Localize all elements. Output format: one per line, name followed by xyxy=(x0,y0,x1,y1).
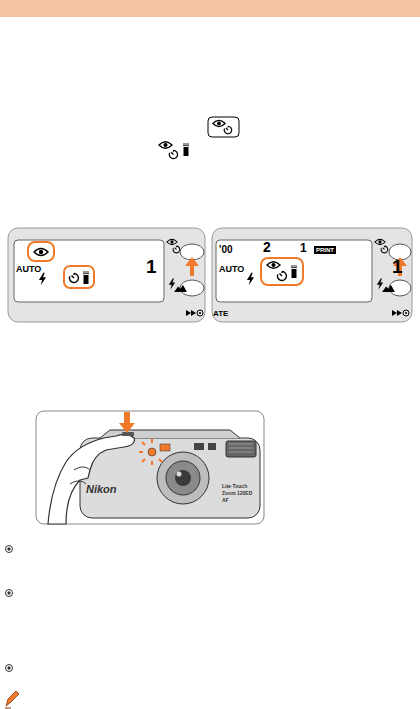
lcd-panel xyxy=(8,228,205,322)
bullet-marks xyxy=(6,546,13,672)
model-name: Zoom 120ED xyxy=(222,491,252,496)
lcd-frame-count: 1 xyxy=(146,257,157,276)
lcd-frame-count: 1 xyxy=(392,257,403,276)
button-label: ATE xyxy=(213,310,228,318)
mode-icon xyxy=(208,117,239,137)
note-pencil-icon xyxy=(5,691,19,708)
lcd-date-digit: 2 xyxy=(263,240,271,254)
header-bar xyxy=(0,0,420,17)
lcd-date-digit: 1 xyxy=(300,242,307,254)
mode-icon-remote xyxy=(159,142,189,159)
lcd-date-year: '00 xyxy=(219,245,233,255)
model-name: Lite·Touch xyxy=(222,484,247,489)
lcd-mode-text: AUTO xyxy=(219,265,244,274)
brand-name: Nikon xyxy=(86,484,117,495)
lcd-print-mark: PRINT xyxy=(314,246,336,254)
camera-illustration xyxy=(36,411,264,524)
lcd-mode-text: AUTO xyxy=(16,265,41,274)
lcd-panel-date xyxy=(212,228,412,322)
model-name: AF xyxy=(222,498,229,503)
